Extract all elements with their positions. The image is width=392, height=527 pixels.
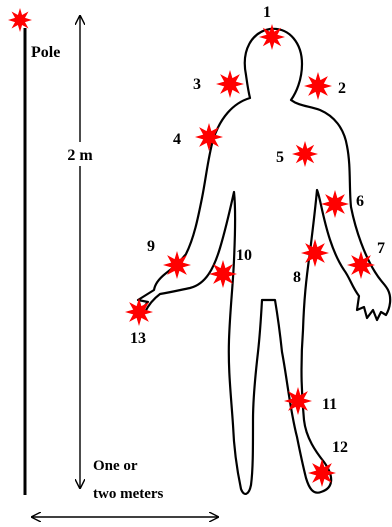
marker-12-label: 12 <box>332 439 348 456</box>
marker-3-star-icon <box>216 70 244 98</box>
marker-3-label: 3 <box>193 76 201 93</box>
marker-9-star-icon <box>163 251 191 279</box>
marker-4-star-icon <box>195 123 223 151</box>
star-shape <box>284 387 312 415</box>
marker-9-label: 9 <box>147 238 155 255</box>
marker-4-label: 4 <box>173 131 181 148</box>
marker-2-label: 2 <box>338 80 346 97</box>
distance-label-line2: two meters <box>93 486 164 502</box>
marker-7-star-icon <box>347 251 375 279</box>
star-shape <box>308 459 336 487</box>
marker-2-star-icon <box>304 72 332 100</box>
star-shape <box>259 24 285 50</box>
star-shape <box>292 141 318 167</box>
marker-8-label: 8 <box>293 269 301 286</box>
star-shape <box>125 298 153 326</box>
marker-5-label: 5 <box>276 149 284 166</box>
pole-label: Pole <box>31 44 60 61</box>
star-shape <box>321 190 349 218</box>
marker-12-star-icon <box>308 459 336 487</box>
pole-star-icon <box>8 8 32 32</box>
marker-10-label: 10 <box>236 247 252 264</box>
marker-11-star-icon <box>284 387 312 415</box>
height-label: 2 m <box>67 147 93 164</box>
star-shape <box>209 260 237 288</box>
star-shape <box>163 251 191 279</box>
marker-13-label: 13 <box>130 330 146 347</box>
marker-6-star-icon <box>321 190 349 218</box>
marker-7-label: 7 <box>377 240 385 257</box>
star-shape <box>304 72 332 100</box>
marker-6-label: 6 <box>356 193 364 210</box>
marker-1-label: 1 <box>263 4 271 21</box>
star-shape <box>195 123 223 151</box>
marker-5-star-icon <box>292 141 318 167</box>
marker-13-star-icon <box>125 298 153 326</box>
star-shape <box>8 8 32 32</box>
star-shape <box>301 239 329 267</box>
marker-8-star-icon <box>301 239 329 267</box>
marker-10-star-icon <box>209 260 237 288</box>
distance-label-line1: One or <box>93 458 138 474</box>
marker-11-label: 11 <box>322 396 337 413</box>
star-shape <box>216 70 244 98</box>
star-shape <box>347 251 375 279</box>
marker-1-star-icon <box>259 24 285 50</box>
